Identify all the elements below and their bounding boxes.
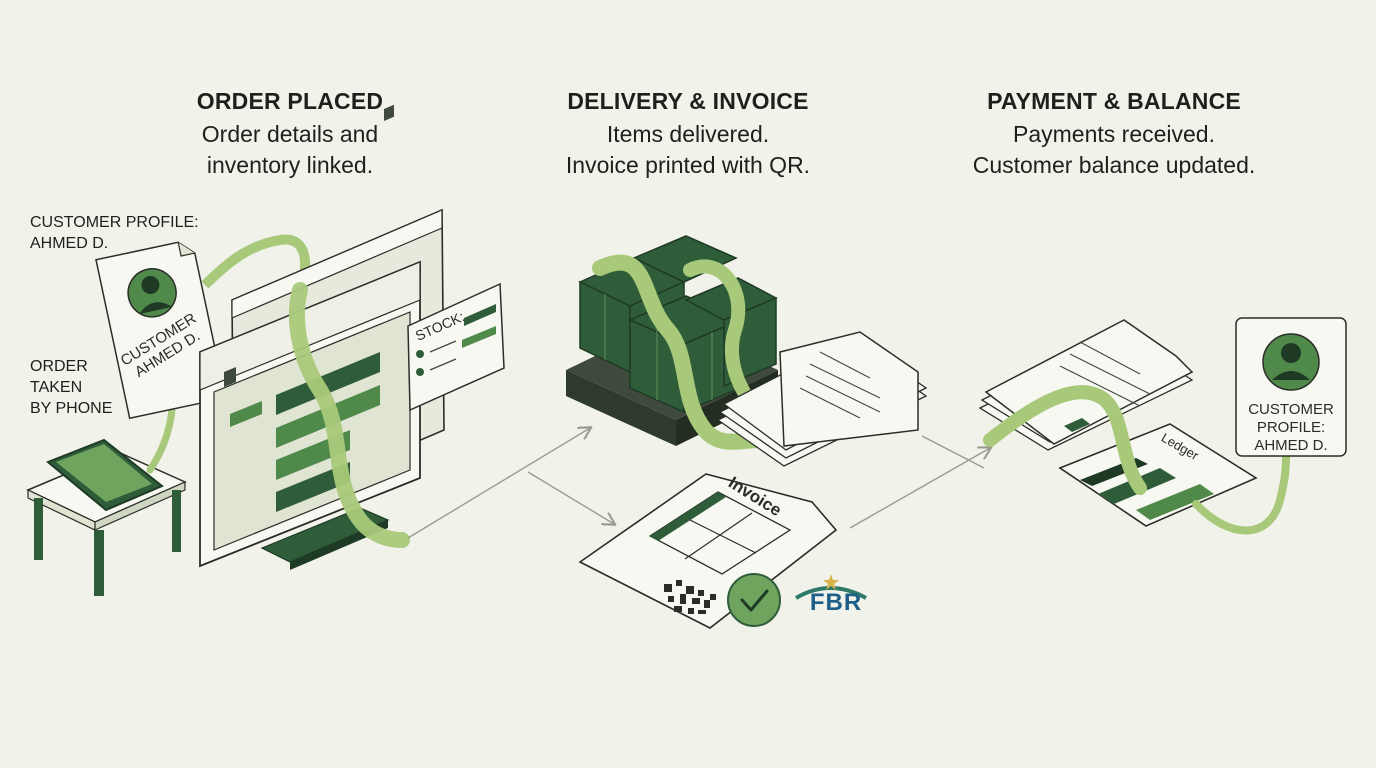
step-order-placed: ORDER PLACED Order details and inventory… (100, 88, 480, 181)
step-desc-line2: Customer balance updated. (972, 152, 1256, 178)
customer-card (95, 241, 227, 420)
step-desc-line1: Order details and (201, 121, 379, 147)
step-delivery-invoice: DELIVERY & INVOICE Items delivered. Invo… (498, 88, 878, 181)
customer-profile-line1: CUSTOMER PROFILE: (30, 214, 199, 231)
step-title: DELIVERY & INVOICE (567, 88, 809, 114)
step-payment-balance: PAYMENT & BALANCE Payments received. Cus… (924, 88, 1304, 181)
step-desc-line1: Items delivered. (606, 121, 770, 147)
delivery-documents (716, 331, 928, 467)
invoice-document (578, 473, 838, 629)
qr-code-icon (664, 580, 716, 614)
stock-panel (407, 282, 505, 412)
right-card-line1: CUSTOMER (1248, 401, 1334, 418)
fbr-label: FBR (809, 589, 863, 616)
customer-profile-line2: AHMED D. (30, 235, 109, 252)
step-desc-line2: Invoice printed with QR. (565, 152, 811, 178)
check-icon (727, 573, 781, 627)
order-by-phone-line1: ORDER (30, 358, 88, 375)
customer-profile-label: CUSTOMER PROFILE: AHMED D. (30, 212, 199, 254)
step-desc-line1: Payments received. (1013, 121, 1215, 147)
fbr-logo (794, 574, 867, 600)
order-by-phone-line2: TAKEN (30, 379, 83, 396)
right-card-line3: AHMED D. (1254, 437, 1328, 454)
right-card-label: CUSTOMER PROFILE: AHMED D. (1238, 401, 1344, 455)
order-by-phone-line3: BY PHONE (30, 400, 113, 417)
ledger-document (1058, 423, 1258, 527)
order-by-phone-label: ORDER TAKEN BY PHONE (30, 356, 112, 419)
step-title: PAYMENT & BALANCE (987, 88, 1241, 114)
step-title: ORDER PLACED (196, 88, 384, 114)
monitor-icon (199, 104, 445, 570)
phone-icon (46, 438, 164, 512)
step-desc-line2: inventory linked. (206, 152, 374, 178)
profile-card-right (1235, 317, 1347, 457)
right-card-line2: PROFILE: (1256, 419, 1326, 436)
